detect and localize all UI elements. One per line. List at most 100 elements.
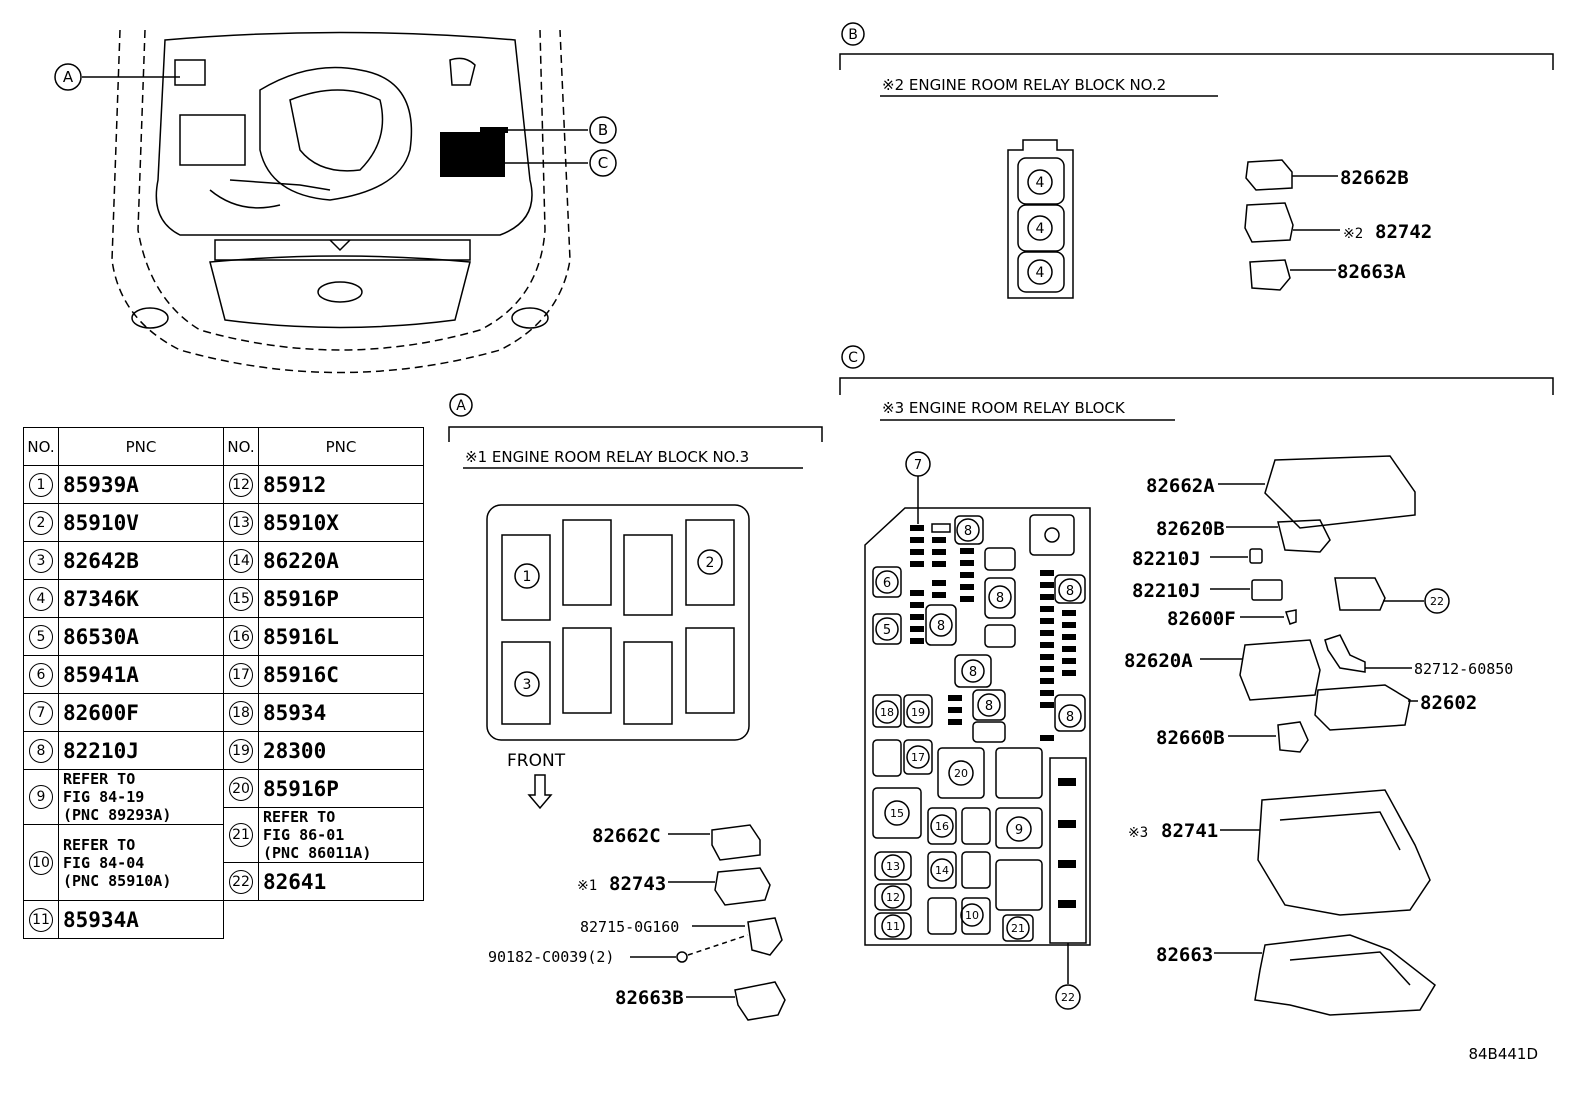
row-pnc-9-line-2: FIG 84-19 <box>63 788 145 806</box>
row-pnc-13: 85910X <box>258 503 424 542</box>
relay-block-c-drawing <box>1239 639 1321 701</box>
relay-b-1-label: 4 <box>1036 175 1045 191</box>
table-row: 5 86530A 16 85916L <box>23 617 424 656</box>
fuse-label-16: 16 <box>935 820 949 833</box>
row-no-11: 11 <box>29 907 53 932</box>
relay-block-a-drawing <box>714 867 771 906</box>
row-no-1: 1 <box>29 472 53 497</box>
fuse-c-drawing <box>1251 579 1283 601</box>
part-82741-mark: ※3 <box>1128 825 1148 841</box>
terminal-block-c-drawing <box>1314 684 1411 731</box>
header-no-left: NO. <box>23 427 59 466</box>
row-pnc-20: 85916P <box>258 769 424 808</box>
part-82663b-label: 82663B <box>615 987 684 1009</box>
section-a: A ※1 ENGINE ROOM RELAY BLOCK NO.3 1 2 3 … <box>448 393 823 1021</box>
lower-case-c-drawing <box>1254 934 1436 1016</box>
fuse-label-8g: 8 <box>1066 710 1074 725</box>
relay-box-case-c-drawing <box>1257 789 1431 916</box>
relay-a-3-label: 3 <box>523 677 532 693</box>
row-pnc-9-line-1: REFER TO <box>63 770 136 788</box>
table-row: 21 REFER TO FIG 86-01 (PNC 86011A) <box>24 807 424 863</box>
row-pnc-9-line-3: (PNC 89293A) <box>63 806 172 824</box>
part-82662c-label: 82662C <box>592 825 661 847</box>
part-82620a-label: 82620A <box>1124 650 1193 672</box>
header-no-right: NO. <box>223 427 259 466</box>
part-82663-label: 82663 <box>1156 944 1213 966</box>
table-row: 8 82210J 19 28300 <box>23 731 424 770</box>
row-no-6: 6 <box>29 662 53 687</box>
row-no-4: 4 <box>29 586 53 611</box>
row-pnc-5: 86530A <box>58 617 224 656</box>
part-90182-label: 90182-C0039(2) <box>488 948 614 966</box>
small-fuse-c-drawing <box>1285 609 1297 625</box>
fuse-label-10: 10 <box>965 909 979 922</box>
relay-a-2-label: 2 <box>706 555 715 571</box>
fuse-label-19: 19 <box>911 706 925 719</box>
callout-a-section: A <box>456 398 466 414</box>
callout-c-section: C <box>848 350 858 366</box>
row-no-7: 7 <box>29 700 53 725</box>
row-pnc-8: 82210J <box>58 731 224 770</box>
row-no-15: 15 <box>229 586 253 611</box>
callout-b-top: B <box>598 121 608 139</box>
table-row: 9 REFER TO FIG 84-19 (PNC 89293A) 20 859… <box>23 769 424 825</box>
fuse-label-8e: 8 <box>969 665 977 680</box>
row-pnc-6: 85941A <box>58 655 224 694</box>
row-pnc-15: 85916P <box>258 579 424 618</box>
row-pnc-16: 85916L <box>258 617 424 656</box>
table-row: 22 82641 <box>24 862 424 901</box>
fuse-label-15: 15 <box>890 807 904 820</box>
table-row: 1 85939A 12 85912 <box>23 465 424 504</box>
row-pnc-21-line-3: (PNC 86011A) <box>263 844 372 862</box>
row-pnc-21: REFER TO FIG 86-01 (PNC 86011A) <box>258 807 424 863</box>
row-pnc-4: 87346K <box>58 579 224 618</box>
relay-cover-b-drawing <box>1245 159 1293 191</box>
section-a-title: ※1 ENGINE ROOM RELAY BLOCK NO.3 <box>465 448 749 466</box>
part-82210j-label-a: 82210J <box>1132 548 1201 570</box>
table-row: 2 85910V 13 85910X <box>23 503 424 542</box>
pnc-table-header: NO. PNC NO. PNC <box>23 427 424 466</box>
fuse-label-7: 7 <box>914 458 922 473</box>
part-82741-label: 82741 <box>1161 820 1218 842</box>
fuse-slot-grid <box>910 525 1076 908</box>
fuse-label-11: 11 <box>886 920 900 933</box>
part-82742-mark: ※2 <box>1343 226 1363 242</box>
front-arrow-icon <box>527 774 553 810</box>
relay-cover-c-drawing <box>1264 455 1416 529</box>
fuse-label-8f: 8 <box>985 699 993 714</box>
mini-fuse-c-drawing <box>1249 548 1263 564</box>
row-no-13: 13 <box>229 510 253 535</box>
row-pnc-19: 28300 <box>258 731 424 770</box>
part-82602-label: 82602 <box>1420 692 1477 714</box>
header-pnc-right: PNC <box>258 427 424 466</box>
part-82662b-label: 82662B <box>1340 167 1409 189</box>
part-82742-label: 82742 <box>1375 221 1432 243</box>
front-label: FRONT <box>507 751 566 771</box>
header-pnc-left: PNC <box>58 427 224 466</box>
section-c-title: ※3 ENGINE ROOM RELAY BLOCK <box>882 399 1126 417</box>
part-82715-label: 82715-0G160 <box>580 918 679 936</box>
row-no-19: 19 <box>229 738 253 763</box>
part-82660b-label: 82660B <box>1156 727 1225 749</box>
row-no-2: 2 <box>29 510 53 535</box>
row-pnc-21-line-1: REFER TO <box>263 808 336 826</box>
fuse-label-20: 20 <box>954 767 968 780</box>
fuse-label-17: 17 <box>911 751 925 764</box>
callout-b-section: B <box>848 27 858 43</box>
fuse-label-14: 14 <box>935 864 949 877</box>
fuse-label-8b: 8 <box>1066 584 1074 599</box>
row-pnc-10: REFER TO FIG 84-04 (PNC 85910A) <box>58 824 224 901</box>
relay-a-1-label: 1 <box>523 569 532 585</box>
fuse-label-13: 13 <box>886 860 900 873</box>
part-82620b-label: 82620B <box>1156 518 1225 540</box>
table-row: 3 82642B 14 86220A <box>23 541 424 580</box>
part-82663a-label: 82663A <box>1337 261 1406 283</box>
fuse-label-22: 22 <box>1061 991 1075 1004</box>
callout-a-top: A <box>63 68 74 86</box>
row-pnc-22: 82641 <box>258 862 424 901</box>
fuse-label-5: 5 <box>883 623 891 638</box>
fuse-label-6: 6 <box>883 576 891 591</box>
table-row: 6 85941A 17 85916C <box>23 655 424 694</box>
